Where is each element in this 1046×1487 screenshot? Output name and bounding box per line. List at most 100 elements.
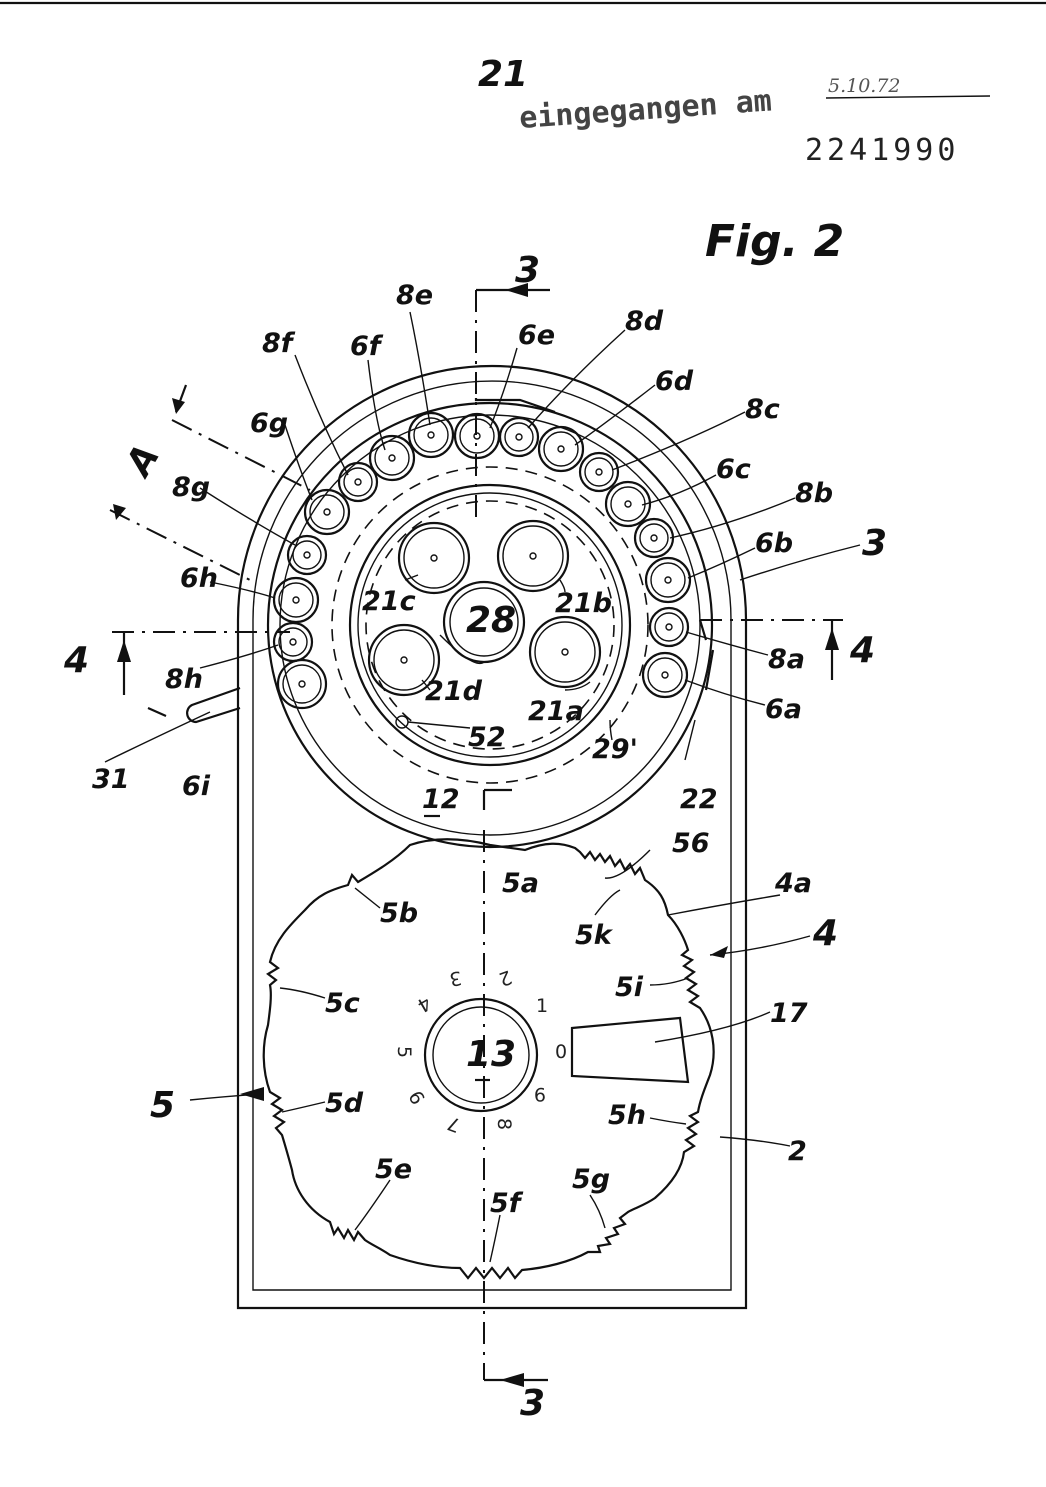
section-4-right-tick — [698, 619, 708, 641]
housing-outline — [236, 364, 748, 1310]
label-13: 13 — [466, 1034, 516, 1075]
label-5g: 5g — [572, 1164, 610, 1195]
dial-number-6: 6 — [403, 1087, 428, 1108]
label-4a: 4a — [774, 868, 812, 899]
label-5-arrowhead — [240, 1087, 264, 1101]
label-56: 56 — [672, 828, 710, 859]
center-cup-inner — [449, 587, 519, 657]
section-3-offset — [474, 398, 556, 414]
ring-labels: 8e 6e 8d 6d 8c 6c 8b 6b 3 8a 6a 8f 6f 6g… — [92, 280, 887, 818]
wheel-labels: 5a 5b 5c 5d 5e 5f 5g 5h 5i 5k 56 4a 4 5 … — [150, 828, 838, 1219]
label-5b: 5b — [380, 898, 418, 929]
section-4-right-label: 4 — [849, 630, 875, 671]
ball-8a — [648, 606, 690, 648]
outer-ring — [266, 401, 714, 849]
indexing-wheel — [262, 838, 715, 1280]
ball-6b — [644, 556, 692, 604]
label-8a: 8a — [768, 644, 805, 675]
label-5f: 5f — [490, 1188, 524, 1219]
stamp-date: 5.10.72 — [828, 75, 901, 97]
page-number: 21 — [478, 54, 528, 95]
section-3-top-arrow — [505, 283, 528, 297]
carrier-disc-inner — [357, 492, 623, 758]
label-31: 31 — [92, 764, 130, 795]
ball-6d — [537, 425, 585, 473]
label-4-arrowhead — [710, 946, 728, 958]
label-8h: 8h — [165, 664, 203, 695]
label-5: 5 — [150, 1085, 175, 1126]
figure-label: Fig. 2 — [705, 216, 844, 267]
label-2: 2 — [788, 1136, 807, 1167]
section-4-right-tick2 — [704, 649, 715, 691]
label-8b: 8b — [795, 478, 833, 509]
cup-labels: 21a 21b 21c 21d 28 — [362, 586, 612, 727]
dial-number-0: 0 — [555, 1041, 567, 1063]
label-6i: 6i — [182, 771, 211, 802]
label-5i: 5i — [615, 972, 644, 1003]
label-8d: 8d — [625, 306, 664, 337]
section-4-right-arrow — [825, 628, 839, 650]
section-3-top-label: 3 — [515, 250, 540, 291]
dash-mark — [147, 706, 167, 718]
ball-6a — [641, 651, 689, 699]
dial-number-1: 1 — [536, 995, 548, 1017]
dial-number-4: 4 — [413, 991, 434, 1016]
label-6a: 6a — [765, 694, 802, 725]
dial-number-5: 5 — [393, 1046, 415, 1058]
lever-31 — [186, 686, 241, 724]
label-52: 52 — [468, 722, 506, 753]
label-5c: 5c — [325, 988, 360, 1019]
cup-21b — [496, 519, 570, 593]
section-3-bottom-arrow — [500, 1373, 524, 1387]
ball-6i — [276, 658, 328, 710]
hub-outer — [423, 997, 539, 1113]
dial-number-8: 8 — [493, 1118, 515, 1130]
label-4: 4 — [812, 913, 838, 954]
outer-ring-inner — [279, 414, 701, 836]
label-21a: 21a — [528, 696, 584, 727]
dial-number-3: 3 — [448, 966, 464, 990]
label-29-prime: 29' — [592, 734, 638, 765]
ball-8b — [633, 517, 675, 559]
ball-6g — [303, 488, 351, 536]
label-6d: 6d — [655, 366, 694, 397]
label-8c: 8c — [745, 394, 780, 425]
section-3-bottom-label: 3 — [520, 1383, 545, 1424]
dial-number-7: 7 — [445, 1112, 464, 1137]
section-4-left-arrow — [117, 640, 131, 662]
ball-8f — [337, 461, 379, 503]
dashed-ring-29 — [365, 500, 615, 750]
label-5d: 5d — [325, 1088, 364, 1119]
label-21b: 21b — [555, 588, 612, 619]
document-number: 2241990 — [805, 133, 959, 168]
section-4-left-label: 4 — [63, 640, 89, 681]
view-a-arrowhead-lower — [113, 504, 126, 520]
hub-inner — [432, 1006, 530, 1104]
ball-6h — [272, 576, 320, 624]
hole-52 — [395, 715, 409, 729]
window-17 — [570, 1016, 690, 1084]
cup-21c — [397, 521, 471, 595]
label-5e: 5e — [375, 1154, 412, 1185]
label-5k: 5k — [575, 920, 614, 951]
label-6b: 6b — [755, 528, 793, 559]
ball-6f — [368, 434, 416, 482]
view-a-line-upper — [171, 419, 311, 491]
received-stamp: eingegangen am — [518, 83, 773, 136]
view-a-label: A — [117, 438, 168, 485]
label-28: 28 — [466, 600, 516, 641]
label-6e: 6e — [518, 320, 555, 351]
cup-21a — [528, 615, 602, 689]
view-a-line-lower — [109, 509, 251, 581]
label-12: 12 — [422, 784, 460, 815]
ball-8c — [578, 451, 620, 493]
label-21c: 21c — [362, 586, 416, 617]
label-8e: 8e — [396, 280, 433, 311]
ball-8g — [286, 534, 328, 576]
label-8g: 8g — [172, 472, 210, 503]
dial-number-2: 2 — [496, 965, 515, 990]
label-21d: 21d — [425, 676, 483, 707]
label-6f: 6f — [350, 331, 384, 362]
